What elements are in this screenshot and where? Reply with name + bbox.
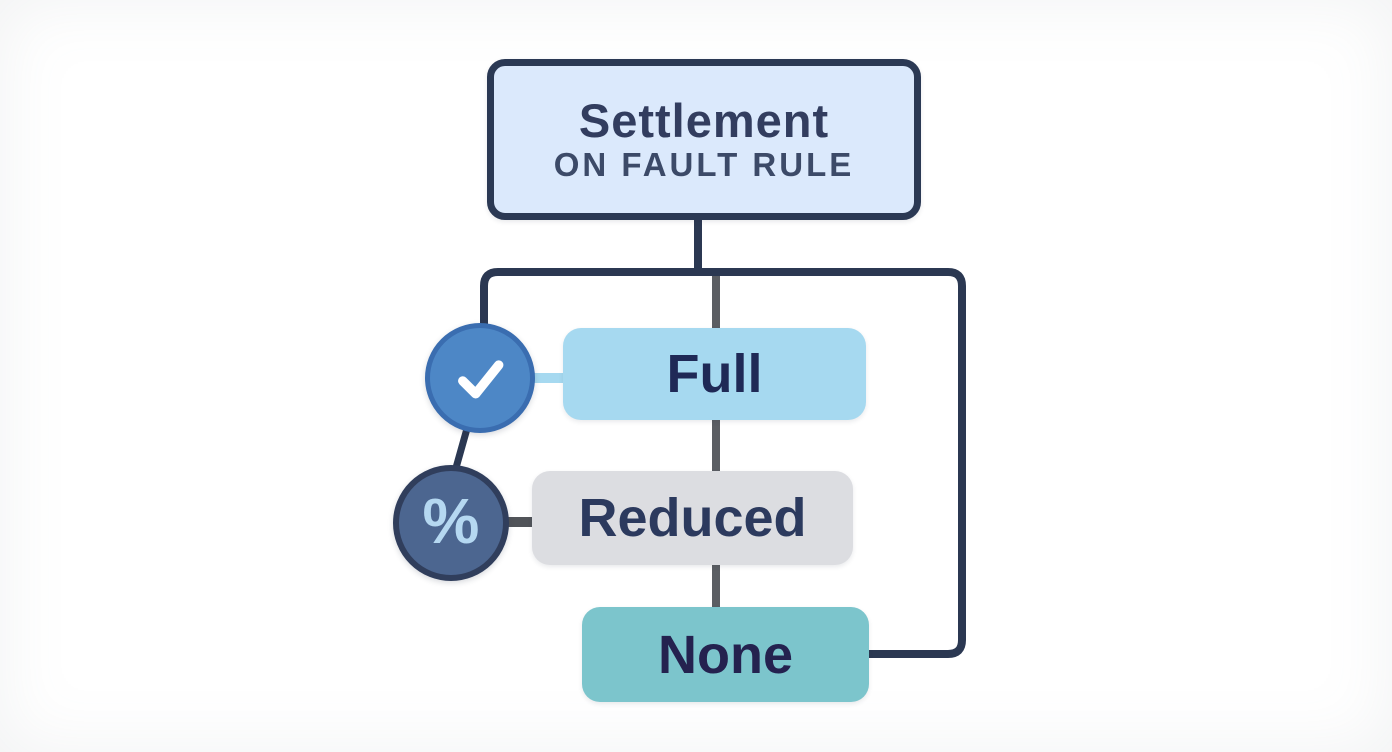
check-circle [425,323,535,433]
percent-circle: % [393,465,509,581]
outcome-node-none: None [582,607,869,702]
settlement-subtitle: ON FAULT RULE [553,146,855,184]
branch-rail-line [480,268,966,658]
percent-icon: % [422,485,480,557]
outcome-node-reduced: Reduced [532,471,853,565]
navy-connector-lines [448,199,966,658]
settlement-title: Settlement [578,93,830,147]
outcome-node-full: Full [563,328,866,420]
outcome-label-none: None [658,624,793,685]
check-icon [458,360,504,399]
outcome-label-reduced: Reduced [578,488,807,548]
outcome-label-full: Full [666,344,763,404]
settlement-node: Settlement ON FAULT RULE [487,59,921,220]
